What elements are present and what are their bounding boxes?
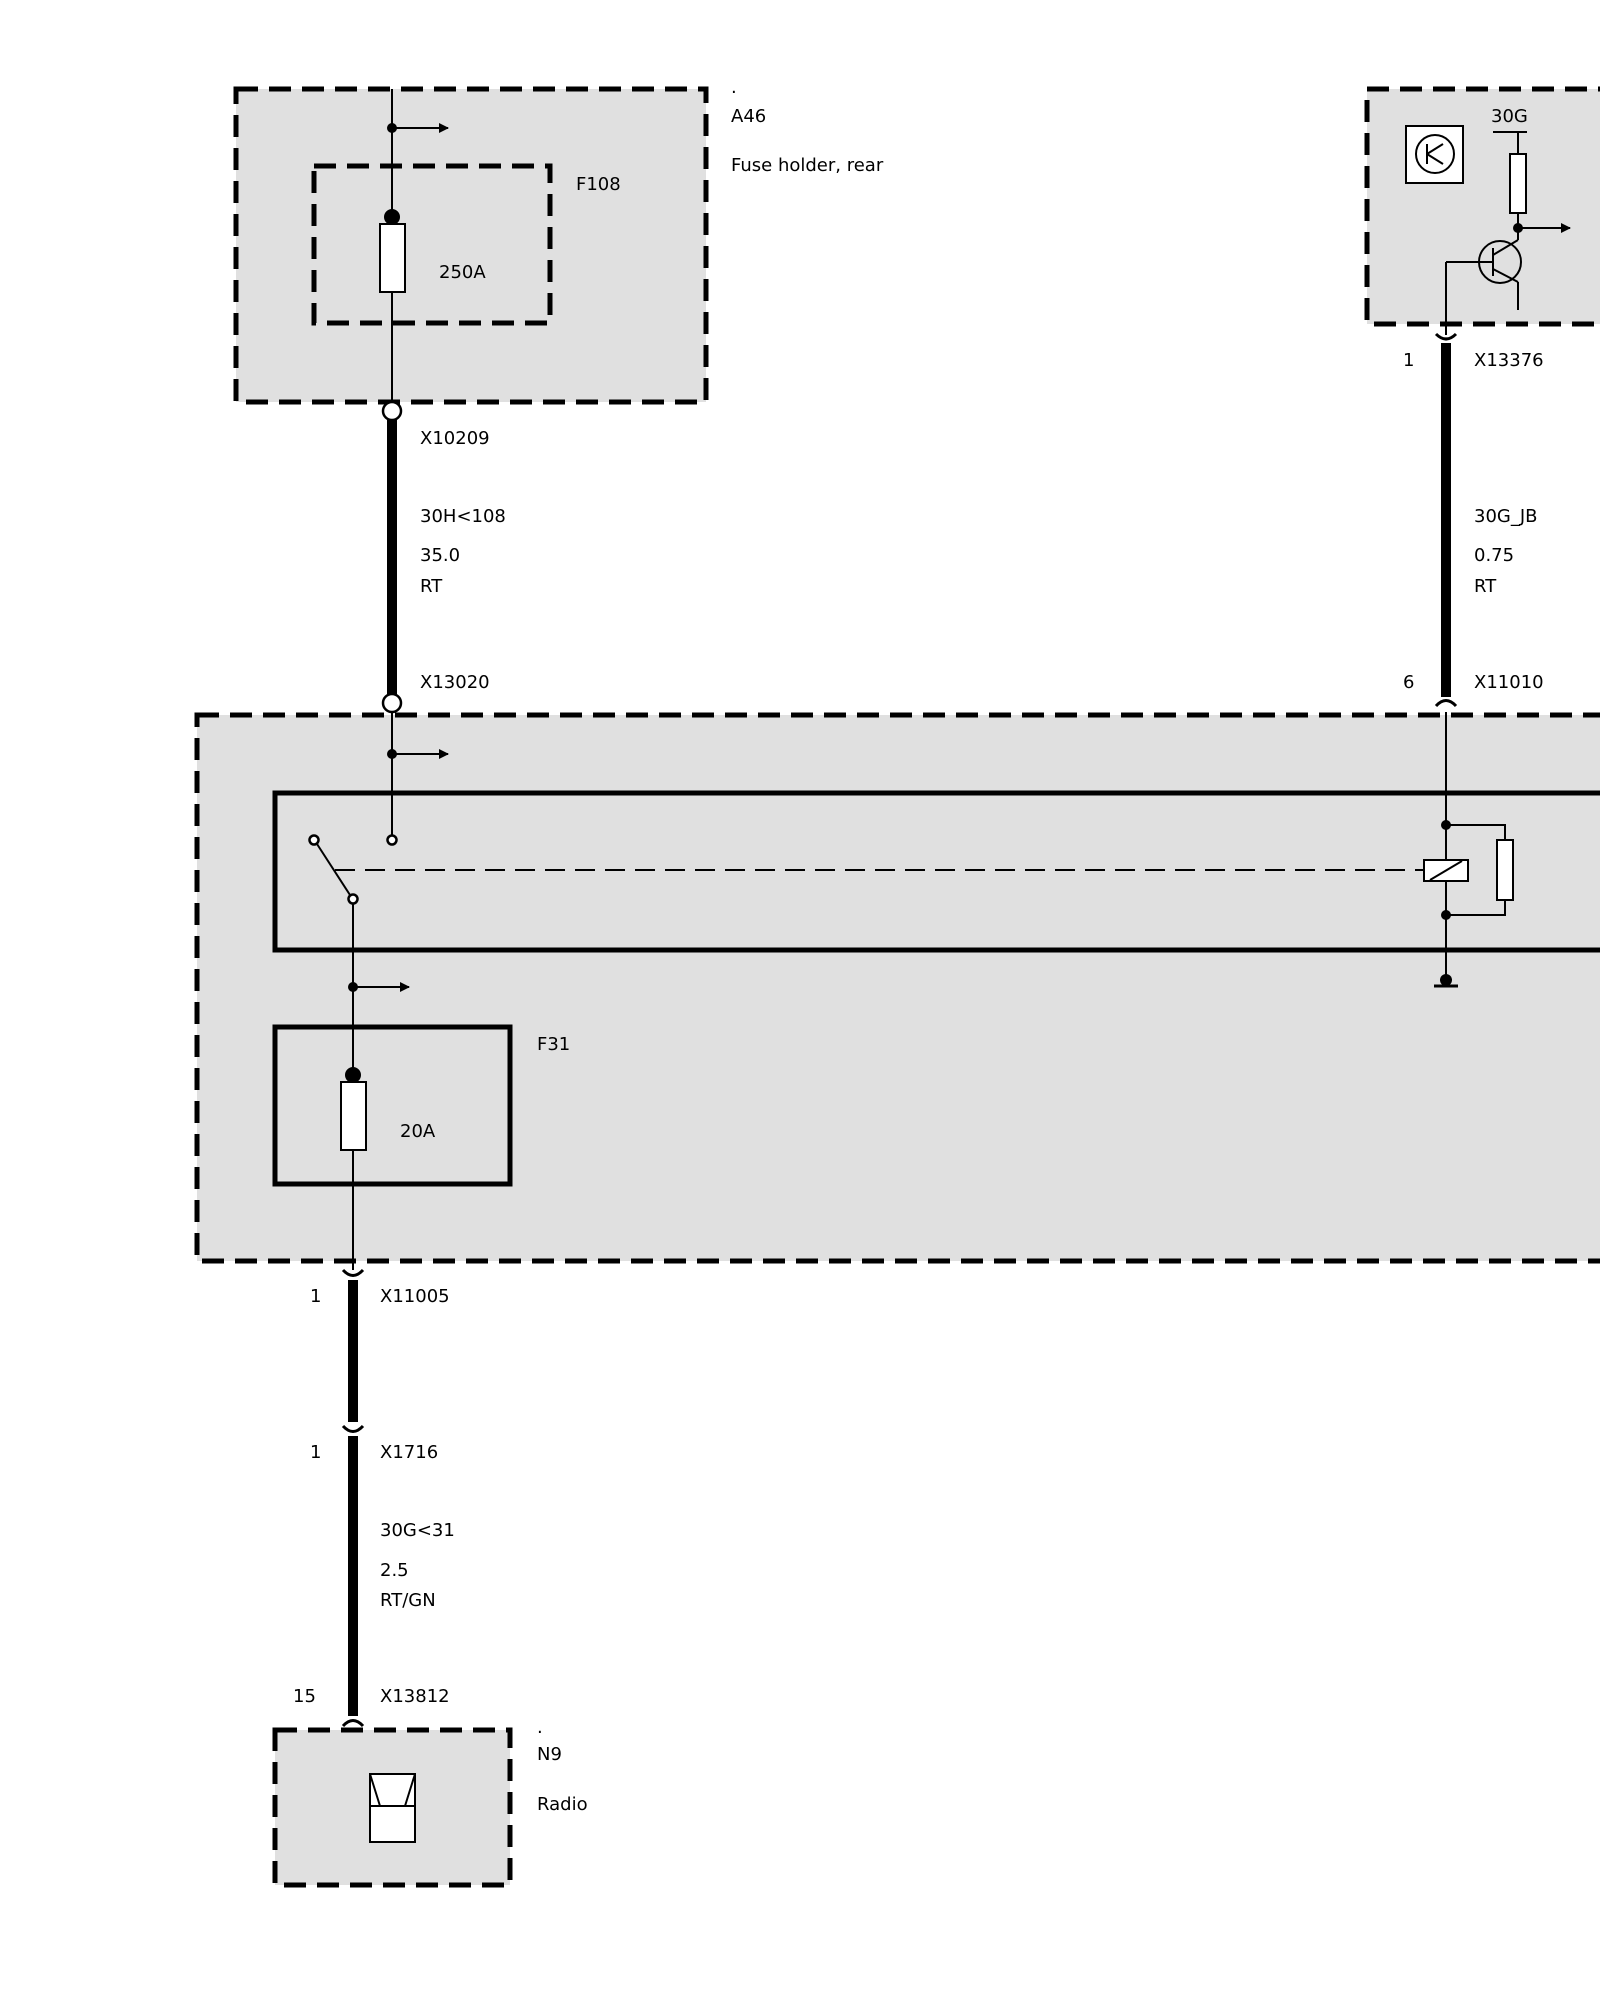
connector-id-x11005: X11005: [380, 1286, 450, 1307]
connector-id-x13020: X13020: [420, 672, 490, 693]
ground-icon: [1434, 974, 1458, 988]
wire-gauge-w3: 2.5: [380, 1560, 409, 1581]
wire-signal-w2: 30G_JB: [1474, 506, 1538, 527]
fuse-f31-box: [272, 1024, 513, 1187]
branch-arrow-icon: [387, 123, 449, 133]
module-supply-label: 30G: [1491, 106, 1528, 127]
wire-gauge-w1: 35.0: [420, 545, 460, 566]
fuse-f108-icon: [379, 209, 406, 293]
fuse-id-f31: F31: [537, 1034, 570, 1055]
connector-x13812-pin: [341, 1719, 365, 1728]
connector-pin-x13376: 1: [1403, 350, 1414, 371]
component-marker: .: [537, 1717, 543, 1738]
transistor-module-icon: [1405, 125, 1464, 184]
connector-x13020-pin: [381, 692, 403, 714]
connector-id-x10209: X10209: [420, 428, 490, 449]
connector-x13376-pin: [1434, 332, 1458, 341]
connector-pin-x1716: 1: [310, 1442, 321, 1463]
component-name-n9: Radio: [537, 1794, 588, 1815]
radio-n9[interactable]: [272, 1727, 513, 1888]
connector-pin-x13812: 15: [293, 1686, 316, 1707]
wire-gauge-w2: 0.75: [1474, 545, 1514, 566]
fuse-id-f108: F108: [576, 174, 621, 195]
junction-box[interactable]: [194, 712, 1600, 1270]
fuse-rating-f31: 20A: [400, 1121, 436, 1142]
transistor-icon: [1446, 228, 1522, 310]
connector-id-x11010: X11010: [1474, 672, 1544, 693]
resistor-icon: [1509, 153, 1527, 214]
connector-pin-x11010: 6: [1403, 672, 1414, 693]
connector-id-x13376: X13376: [1474, 350, 1544, 371]
connector-id-x1716: X1716: [380, 1442, 438, 1463]
component-marker: .: [731, 77, 737, 98]
connector-id-x13812: X13812: [380, 1686, 450, 1707]
component-id-n9: N9: [537, 1744, 562, 1765]
speaker-icon: [369, 1773, 416, 1843]
component-id-a46: A46: [731, 106, 766, 127]
wire-color-w2: RT: [1474, 576, 1497, 597]
connector-x1716-pin: [341, 1424, 365, 1433]
wire-color-w1: RT: [420, 576, 443, 597]
relay-box: [272, 790, 1600, 953]
component-name-a46: Fuse holder, rear: [731, 155, 884, 176]
wire-signal-w1: 30H<108: [420, 506, 506, 527]
connector-x11005-pin: [341, 1268, 365, 1277]
fuse-rating-f108: 250A: [439, 262, 486, 283]
fuse-holder-rear[interactable]: [233, 86, 709, 408]
wire-signal-w3: 30G<31: [380, 1520, 455, 1541]
wire-color-w3: RT/GN: [380, 1590, 436, 1611]
fuse-f108-box: [311, 163, 553, 326]
control-module[interactable]: [1364, 86, 1600, 327]
resistor-icon: [1496, 839, 1514, 901]
relay-switch-icon: [308, 834, 359, 905]
connector-pin-x11005: 1: [310, 1286, 321, 1307]
fuse-f31-icon: [340, 1067, 367, 1151]
connector-x11010-pin: [1434, 699, 1458, 708]
connector-x10209-pin: [381, 400, 403, 422]
